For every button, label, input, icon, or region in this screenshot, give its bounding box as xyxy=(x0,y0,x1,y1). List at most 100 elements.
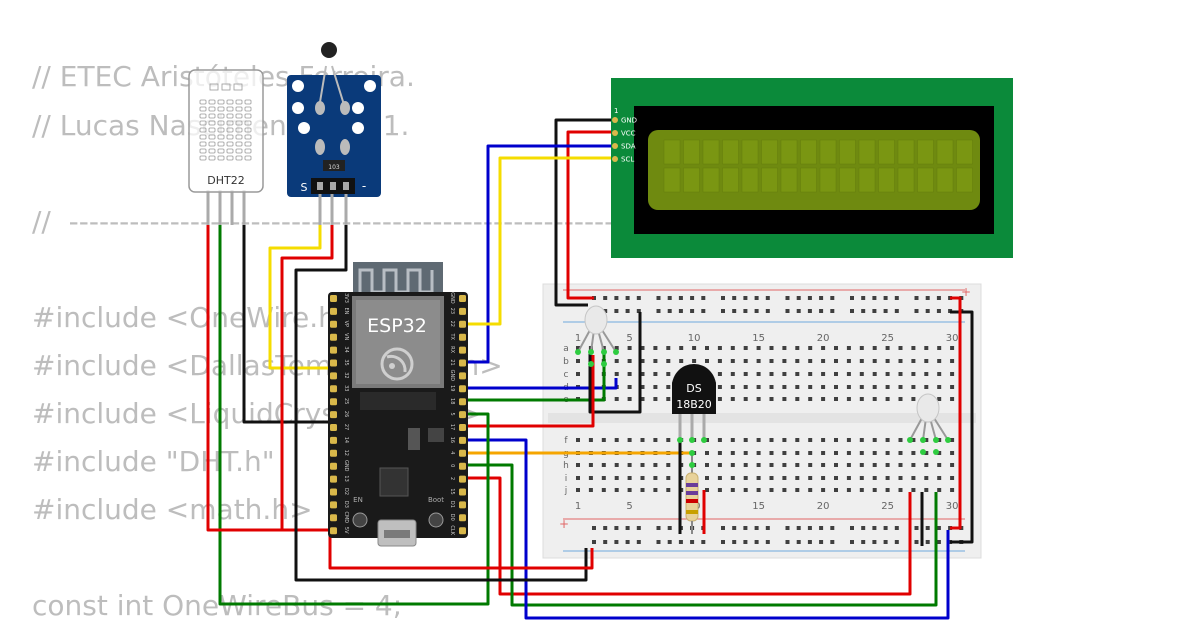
code-line: // -------------------------------------… xyxy=(32,205,675,238)
lcd-pin-label: VCC xyxy=(621,130,636,138)
esp32-left-pin-label: 27 xyxy=(343,424,349,430)
esp32-left-pin-label: VN xyxy=(343,333,349,340)
breadboard-row-label: a xyxy=(563,344,569,354)
wire-ntc-gnd xyxy=(294,222,588,582)
code-line: #include <OneWire.h> xyxy=(32,301,360,334)
esp32-right-pin-label: D1 xyxy=(449,501,455,508)
esp32-left-pin-label: EN xyxy=(343,307,349,314)
lcd-pin-label: SCL xyxy=(621,156,634,164)
esp32-right-pin-label: RX xyxy=(449,346,455,353)
esp32-left-pin-label: CMD xyxy=(343,511,349,523)
breadboard-row-label: b xyxy=(563,357,569,367)
wire-rail-vcc xyxy=(950,296,962,530)
esp32-left-pin-label: 34 xyxy=(343,346,349,352)
esp32-right-pin-label: 19 xyxy=(449,385,455,391)
resistor xyxy=(685,455,699,534)
wire-esp-5v xyxy=(328,530,594,570)
breadboard-plus-label-bottom: + xyxy=(559,517,569,531)
wire-esp-15 xyxy=(466,438,950,620)
wires xyxy=(206,118,974,620)
breadboard-row-label: h xyxy=(563,461,569,471)
breadboard-column-number: 10 xyxy=(688,333,701,344)
breadboard-column-number-bottom: 5 xyxy=(626,501,632,512)
breadboard-column-number: 20 xyxy=(817,333,830,344)
esp32-left-pin-label: 14 xyxy=(343,437,349,443)
rgb-led-1 xyxy=(575,305,619,367)
breadboard-column-number: 30 xyxy=(946,333,959,344)
wire-dht-gnd xyxy=(242,222,330,424)
esp32-left-pin-label: 25 xyxy=(343,398,349,404)
esp32-right-pin-label: 5 xyxy=(449,413,455,416)
wire-lcd-sda xyxy=(466,144,614,364)
breadboard-column-number: 5 xyxy=(626,333,632,344)
lcd-character-cells xyxy=(663,139,973,193)
esp32-right-pin-label: 17 xyxy=(449,424,455,430)
dht22-sensor: DHT22 xyxy=(188,69,264,225)
esp32-label: ESP32 xyxy=(367,315,427,337)
wire-esp-19 xyxy=(466,378,618,390)
ntc-module: 103 S - xyxy=(287,42,381,225)
lcd-pin-label: SDA xyxy=(621,143,636,151)
wire-lcd-vcc xyxy=(566,130,614,300)
esp32-left-pin-label: GND xyxy=(343,460,349,472)
breadboard-row-label: j xyxy=(564,486,568,496)
ntc-pin-minus-label: - xyxy=(362,179,366,193)
esp32-left-pin-label: D3 xyxy=(343,501,349,508)
wire-dht-data xyxy=(218,222,490,606)
ntc-chip-label: 103 xyxy=(328,164,340,171)
breadboard-column-number: 25 xyxy=(881,333,894,344)
ds18b20-sensor: DS 18B20 xyxy=(672,364,716,468)
dht22-label: DHT22 xyxy=(207,174,244,187)
wire-led1-gnd xyxy=(588,312,642,414)
esp32-pins: 3V3ENVPVN343532332526271412GND13D2D3CMD5… xyxy=(330,292,466,536)
wire-lcd-gnd xyxy=(554,118,614,307)
breadboard-column-number-bottom: 25 xyxy=(881,501,894,512)
breadboard-row-label: i xyxy=(565,474,568,484)
lcd-pin1-label: 1 xyxy=(614,107,618,115)
esp32-right-pin-label: 2 xyxy=(449,477,455,480)
esp32-board: ESP32 EN Boot 3V3ENVPVN34353233252627141… xyxy=(328,262,468,547)
esp32-boot-button-label: Boot xyxy=(428,496,444,504)
breadboard-holes xyxy=(576,296,964,544)
code-line: #include <math.h> xyxy=(32,493,313,526)
wire-ntc-vcc xyxy=(280,222,334,530)
breadboard-row-label: c xyxy=(564,370,569,380)
esp32-right-pin-label: 16 xyxy=(449,437,455,443)
esp32-left-pin-label: 33 xyxy=(343,385,349,391)
rgb-led-2 xyxy=(907,393,951,455)
esp32-right-pin-label: 4 xyxy=(449,451,455,454)
esp32-left-pin-label: 26 xyxy=(343,411,349,417)
ds18b20-label-1: DS xyxy=(686,382,701,395)
breadboard-row-label: f xyxy=(564,436,568,446)
wire-lcd-scl xyxy=(466,156,614,326)
esp32-right-pin-label: D0 xyxy=(449,514,455,521)
esp32-right-pin-label: TX xyxy=(449,332,455,340)
ntc-pin-s-label: S xyxy=(301,181,308,194)
breadboard-column-number-bottom: 30 xyxy=(946,501,959,512)
wire-esp-0 xyxy=(466,463,938,607)
breadboard-column-number: 1 xyxy=(575,333,581,344)
esp32-left-pin-label: VP xyxy=(343,321,349,327)
breadboard-plus-label: + xyxy=(961,285,971,299)
esp32-left-pin-label: 32 xyxy=(343,372,349,378)
breadboard-column-number-bottom: 20 xyxy=(817,501,830,512)
thermistor-bulb xyxy=(321,42,337,58)
esp32-right-pin-label: GND xyxy=(449,292,455,304)
esp32-right-pin-label: 15 xyxy=(449,488,455,494)
esp32-right-pin-label: GND xyxy=(449,370,455,382)
esp32-en-button-label: EN xyxy=(353,496,363,504)
esp32-right-pin-label: 0 xyxy=(449,464,455,467)
breadboard-column-number-bottom: 15 xyxy=(752,501,765,512)
wire-ntc-s xyxy=(268,222,330,370)
esp32-right-pin-label: 22 xyxy=(449,321,455,327)
espressif-logo xyxy=(380,347,414,381)
wire-esp-17 xyxy=(466,355,595,428)
esp32-left-pin-label: 35 xyxy=(343,359,349,365)
code-line: const int OneWireBus = 4; xyxy=(32,589,403,622)
esp32-right-pin-label: 23 xyxy=(449,308,455,314)
esp32-left-pin-label: 5V xyxy=(343,527,349,534)
esp32-left-pin-label: 3V3 xyxy=(343,293,349,303)
